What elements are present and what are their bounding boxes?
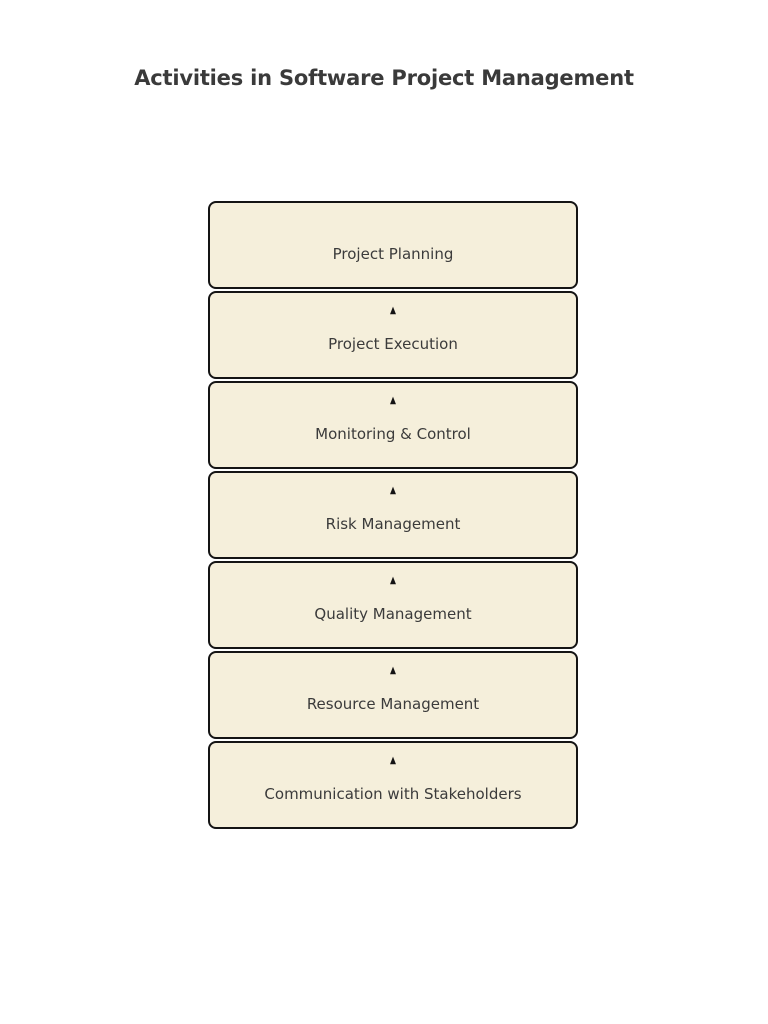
arrow-up-icon: ▲	[389, 485, 396, 496]
flow-step-label: Resource Management	[306, 695, 480, 713]
arrow-up-icon: ▲	[389, 395, 396, 406]
flow-step: ▲ Quality Management	[208, 561, 578, 649]
flow-step: ▲ Communication with Stakeholders	[208, 741, 578, 829]
flow-step-label: Project Execution	[328, 335, 458, 353]
arrow-up-icon: ▲	[389, 665, 396, 676]
process-stack: ▲ Project Planning ▲ Project Execution ▲…	[208, 201, 578, 829]
flow-step-label: Monitoring & Control	[315, 425, 471, 443]
flow-step: ▲ Project Execution	[208, 291, 578, 379]
page-title: Activities in Software Project Managemen…	[134, 66, 634, 90]
flow-step: ▲ Project Planning	[208, 201, 578, 289]
flow-step-label: Quality Management	[314, 605, 472, 623]
arrow-up-icon: ▲	[389, 575, 396, 586]
flow-step: ▲ Resource Management	[208, 651, 578, 739]
flow-step: ▲ Monitoring & Control	[208, 381, 578, 469]
arrow-up-icon: ▲	[389, 755, 396, 766]
flow-step-label: Risk Management	[325, 515, 461, 533]
flow-step: ▲ Risk Management	[208, 471, 578, 559]
arrow-up-icon: ▲	[389, 305, 396, 316]
flow-step-label: Communication with Stakeholders	[264, 785, 522, 803]
flow-step-label: Project Planning	[332, 245, 454, 263]
